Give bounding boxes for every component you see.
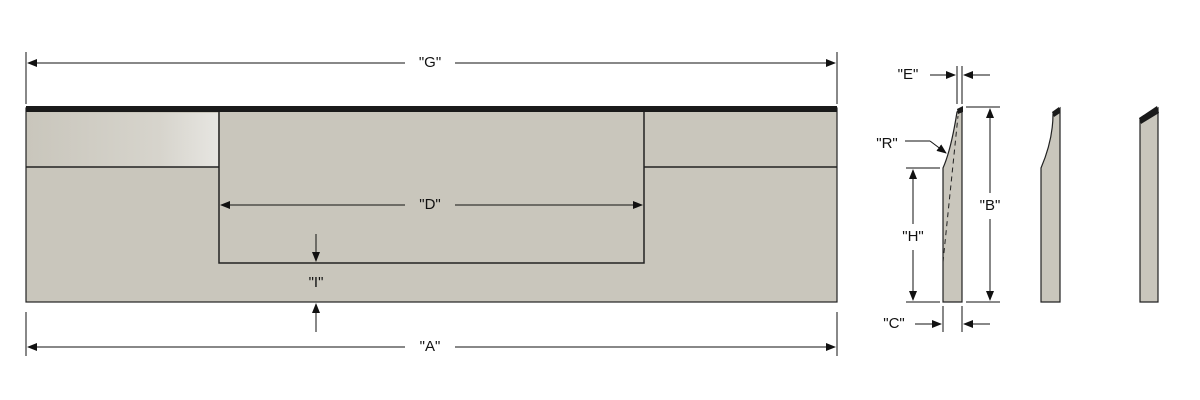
label-r: "R"	[876, 135, 897, 152]
label-d: "D"	[419, 196, 440, 213]
dimension-d: "D"	[220, 196, 643, 213]
alt-profile-straight	[1139, 106, 1159, 303]
alt-profile-radius-edge	[1052, 107, 1060, 117]
side-profile	[942, 106, 963, 303]
label-e: "E"	[898, 66, 919, 83]
label-h: "H"	[902, 228, 923, 245]
label-i: "I"	[309, 274, 324, 291]
alt-profile-radius	[1040, 106, 1061, 303]
front-view	[25, 106, 838, 303]
side-top-edge	[957, 106, 963, 114]
dimension-r: "R"	[876, 135, 947, 154]
dimension-b: "B"	[966, 106, 1001, 303]
side-view	[942, 106, 963, 303]
dimension-e: "E"	[898, 66, 990, 104]
dimension-c: "C"	[883, 306, 990, 332]
label-a: "A"	[420, 338, 441, 355]
dimension-i: "I"	[309, 234, 324, 332]
dimension-h: "H"	[902, 167, 940, 303]
recess-outline	[218, 112, 645, 264]
label-b: "B"	[980, 197, 1001, 214]
bevel-hidden-line	[942, 115, 959, 263]
left-shoulder-highlight	[27, 113, 218, 167]
alt-profile-straight-body	[1139, 106, 1159, 303]
top-edge-band	[26, 106, 837, 112]
alt-profile-radius-body	[1040, 106, 1061, 303]
label-g: "G"	[419, 54, 441, 71]
label-c: "C"	[883, 315, 904, 332]
dimension-a: "A"	[25, 312, 838, 356]
alt-profile-straight-edge	[1139, 106, 1159, 124]
dimension-g: "G"	[25, 52, 838, 104]
